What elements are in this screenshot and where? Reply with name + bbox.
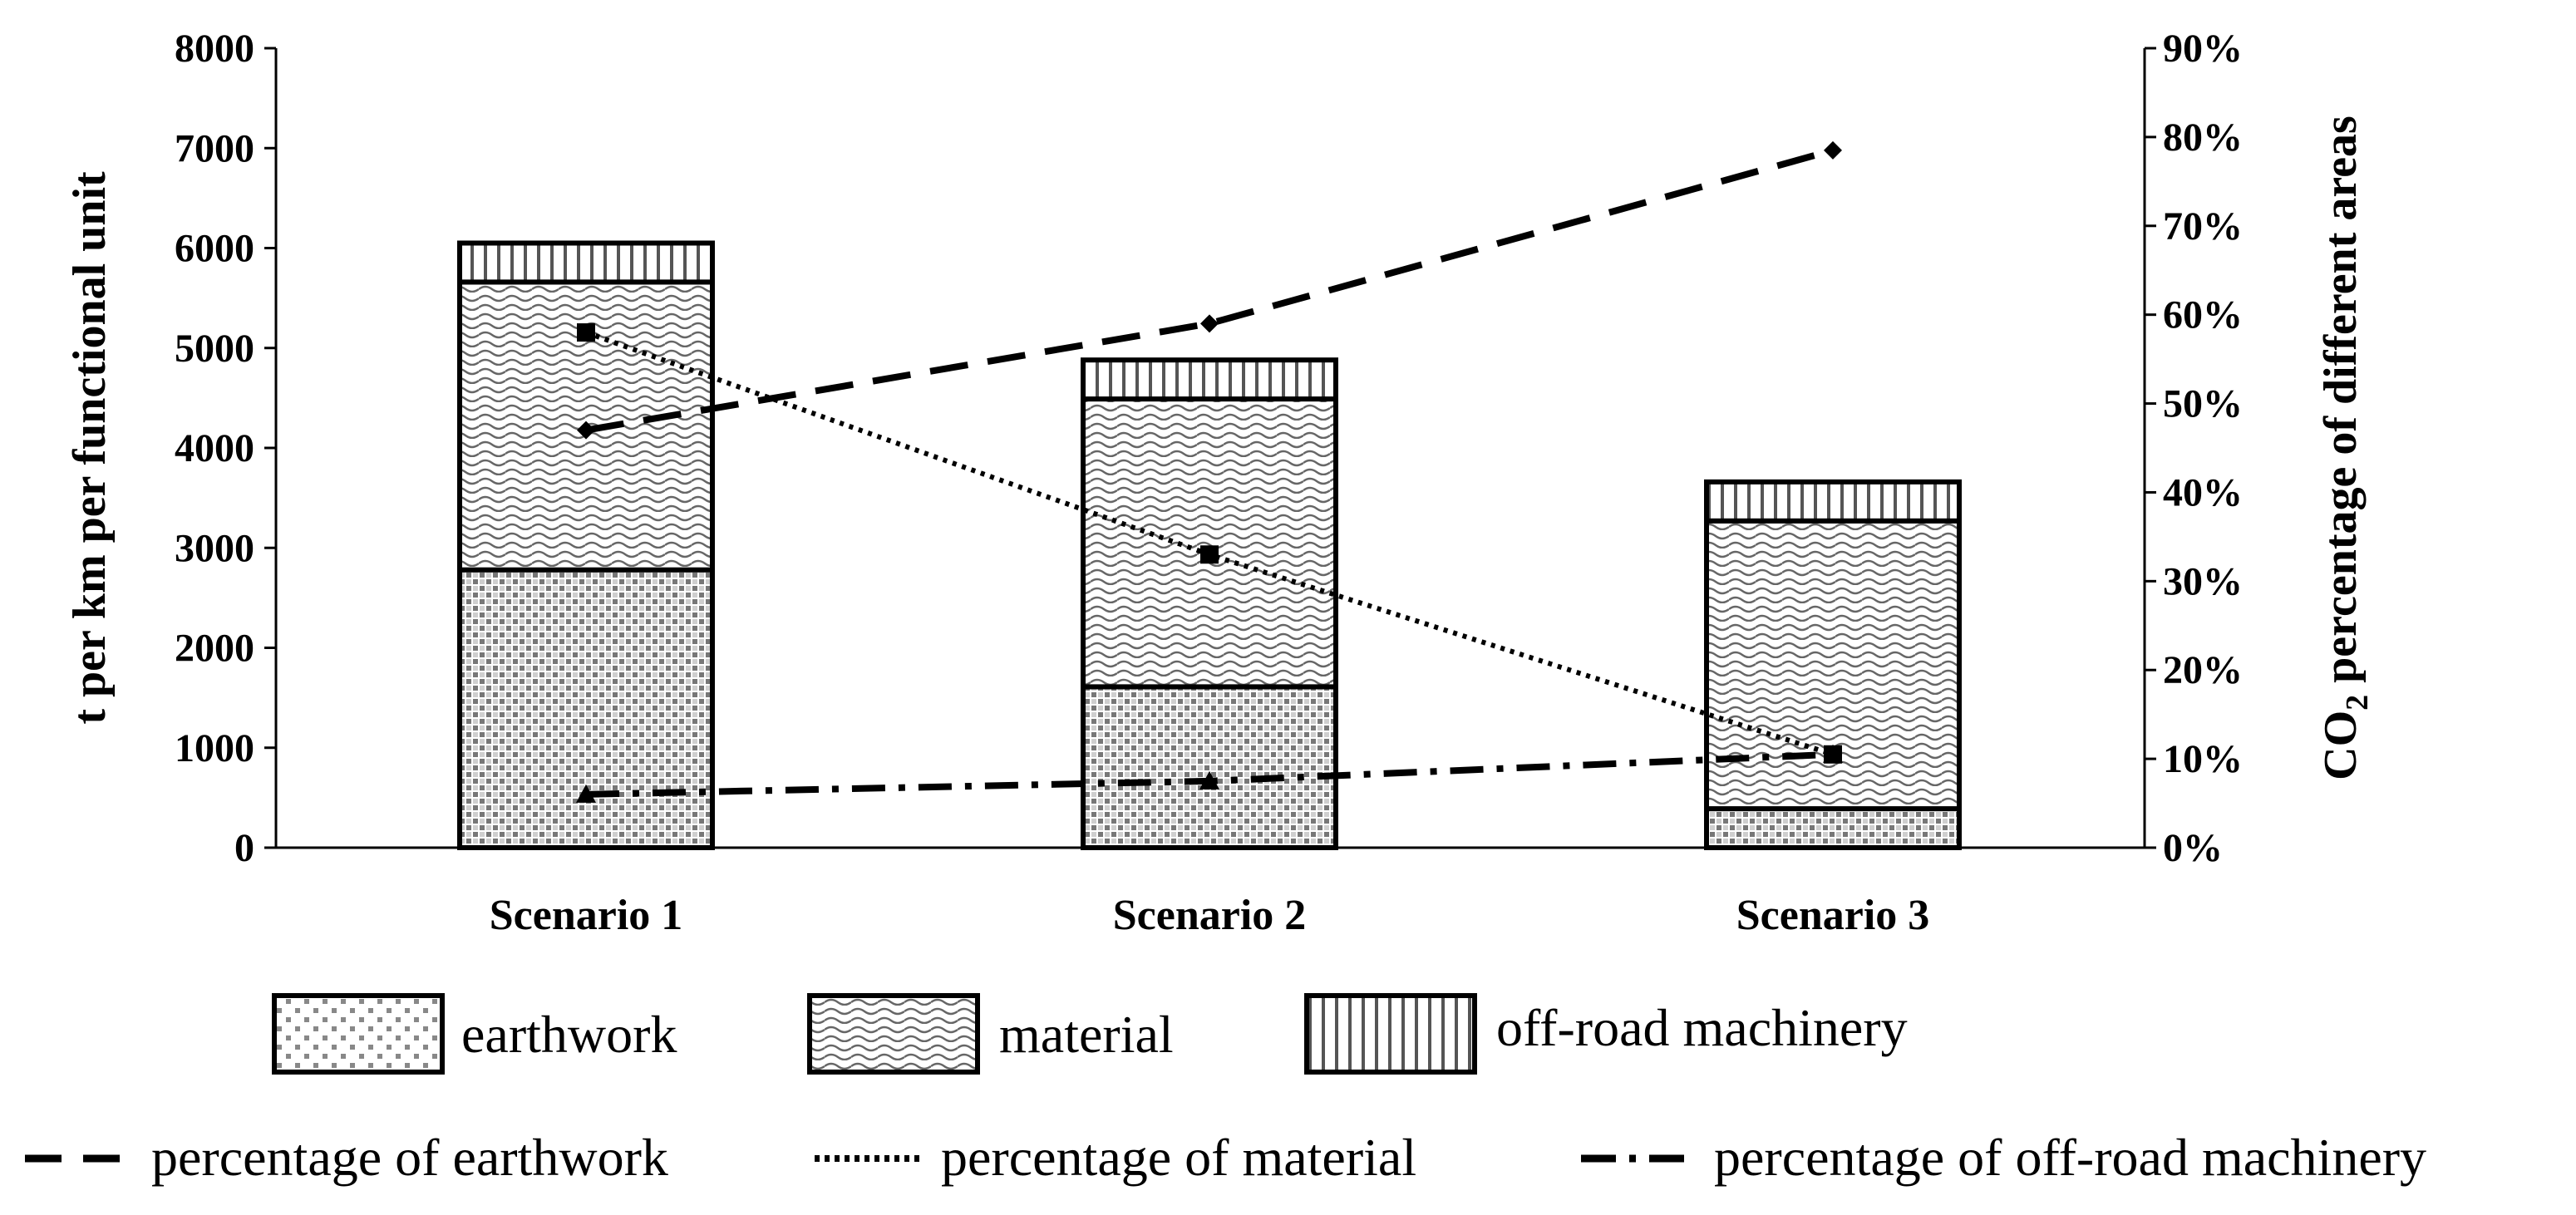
- left-tick-label: 2000: [175, 627, 254, 671]
- bar-off-road-machinery-scenario-3: [1704, 479, 1962, 524]
- right-axis-title: CO2 percentage of different areas: [2315, 116, 2375, 780]
- left-tick-label: 0: [234, 826, 254, 870]
- marker-percentage-of-off-road-machinery-scenario-2: [1199, 770, 1219, 790]
- left-tick-label: 4000: [175, 426, 254, 470]
- right-tick-label: 30%: [2163, 559, 2243, 603]
- legend-label-off-road-machinery: off-road machinery: [1496, 998, 1908, 1057]
- marker-percentage-of-material-scenario-1: [577, 323, 595, 342]
- left-axis-title: t per km per functional unit: [64, 171, 116, 725]
- right-tick-label: 70%: [2163, 204, 2243, 248]
- legend-label-percentage-of-earthwork: percentage of earthwork: [151, 1128, 668, 1187]
- bar-earthwork-scenario-1: [457, 567, 715, 851]
- bar-material-scenario-3: [1704, 518, 1962, 812]
- marker-percentage-of-earthwork-scenario-1: [577, 421, 595, 440]
- marker-percentage-of-earthwork-scenario-2: [1200, 314, 1219, 333]
- category-labels: Scenario 1 Scenario 2 Scenario 3: [490, 892, 1930, 939]
- left-tick-label: 8000: [175, 27, 254, 71]
- bar-off-road-machinery-scenario-2: [1081, 357, 1338, 402]
- right-axis-title-subscript: 2: [2340, 695, 2375, 711]
- legend-item-percentage-of-earthwork: percentage of earthwork: [25, 1128, 668, 1187]
- right-tick-label: 0%: [2163, 826, 2223, 870]
- right-tick-label: 10%: [2163, 737, 2243, 781]
- category-label-scenario-3: Scenario 3: [1736, 892, 1930, 939]
- legend-item-material: material: [807, 993, 1174, 1075]
- marker-percentage-of-earthwork-scenario-3: [1824, 140, 1842, 160]
- right-tick-label: 50%: [2163, 382, 2243, 426]
- bars: [457, 240, 1962, 851]
- bar-off-road-machinery-scenario-1: [457, 240, 715, 285]
- right-tick-label: 60%: [2163, 293, 2243, 337]
- left-tick-label: 5000: [175, 327, 254, 371]
- category-label-scenario-2: Scenario 2: [1113, 892, 1307, 939]
- right-tick-label: 40%: [2163, 470, 2243, 514]
- left-tick-label: 6000: [175, 227, 254, 271]
- legend-label-earthwork: earthwork: [461, 1005, 677, 1064]
- left-y-axis: 0 1000 2000 3000 4000 5000 6000 7000 8000: [175, 27, 278, 870]
- legend-label-percentage-of-material: percentage of material: [941, 1128, 1416, 1187]
- bar-earthwork-scenario-3: [1704, 806, 1962, 850]
- right-axis-title-prefix: CO: [2315, 711, 2367, 780]
- left-tick-label: 1000: [175, 726, 254, 770]
- legend-label-material: material: [999, 1005, 1174, 1064]
- percentage-lines: [576, 140, 1843, 803]
- right-axis-title-suffix: percentage of different areas: [2315, 116, 2367, 695]
- legend: earthwork material off-road machinery pe…: [25, 993, 2426, 1187]
- right-tick-label: 80%: [2163, 116, 2243, 160]
- marker-percentage-of-material-scenario-2: [1200, 545, 1219, 564]
- right-y-axis: 0% 10% 20% 30% 40% 50% 60% 70% 80% 90%: [2143, 27, 2243, 870]
- legend-item-earthwork: earthwork: [272, 993, 677, 1075]
- legend-swatch-material: [807, 993, 980, 1075]
- legend-item-percentage-of-material: percentage of material: [815, 1128, 1416, 1187]
- legend-item-percentage-of-off-road-machinery: percentage of off-road machinery: [1581, 1128, 2426, 1187]
- left-tick-label: 7000: [175, 126, 254, 170]
- left-tick-label: 3000: [175, 526, 254, 570]
- legend-swatch-off-road-machinery: [1304, 993, 1477, 1075]
- category-label-scenario-1: Scenario 1: [490, 892, 683, 939]
- legend-label-percentage-of-off-road-machinery: percentage of off-road machinery: [1714, 1128, 2426, 1187]
- bar-earthwork-scenario-2: [1081, 684, 1338, 851]
- marker-percentage-of-off-road-machinery-scenario-3: [1823, 744, 1843, 763]
- line-percentage-of-earthwork: [585, 147, 1835, 434]
- legend-swatch-earthwork: [272, 993, 445, 1075]
- marker-percentage-of-off-road-machinery-scenario-1: [576, 784, 596, 803]
- bar-material-scenario-2: [1081, 396, 1338, 690]
- right-tick-label: 90%: [2163, 27, 2243, 71]
- right-tick-label: 20%: [2163, 648, 2243, 692]
- legend-item-off-road-machinery: off-road machinery: [1304, 993, 1908, 1075]
